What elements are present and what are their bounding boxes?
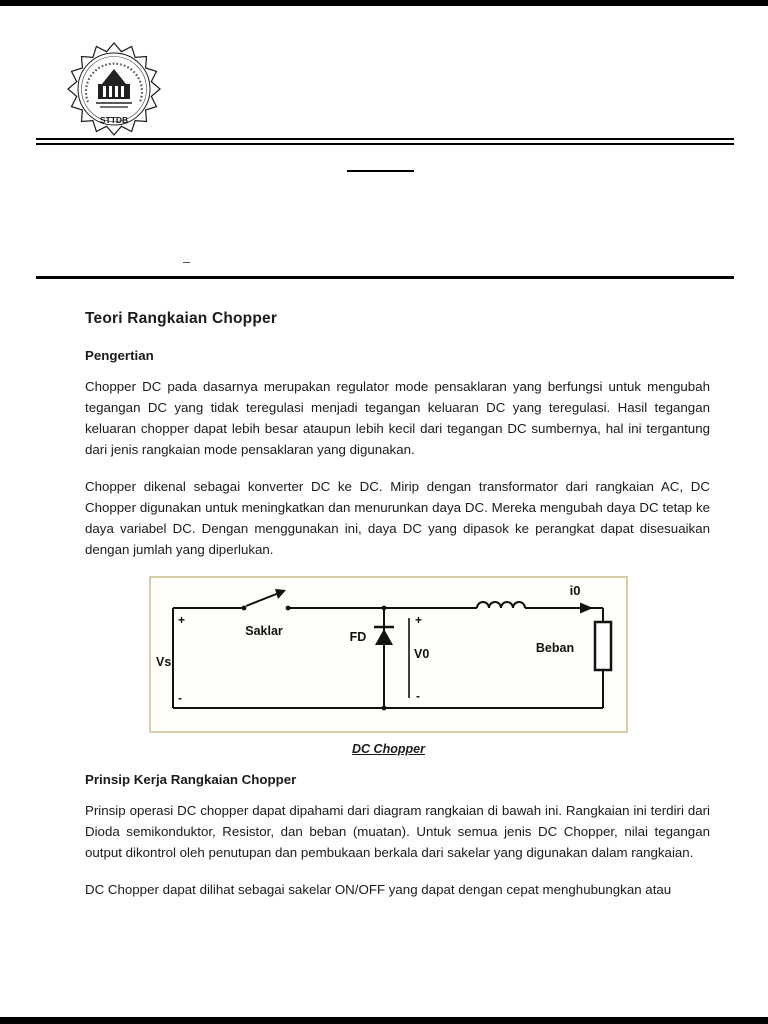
paragraph-principle-2: DC Chopper dapat dilihat sebagai sakelar… <box>85 882 672 897</box>
seal-arc-lettering <box>84 62 144 103</box>
source-label: Vs <box>156 655 171 669</box>
load-label: Beban <box>536 641 574 655</box>
switch-symbol <box>241 589 291 611</box>
header-bottom-rule <box>36 276 734 279</box>
dc-chopper-circuit-diagram: + Vs - Saklar FD + V0 - i0 Beban <box>156 583 613 711</box>
diode-label: FD <box>350 630 367 644</box>
seal-icon: STTDB <box>67 42 161 136</box>
figure-caption: DC Chopper <box>352 742 425 756</box>
header-rule-thick <box>36 142 734 145</box>
paragraph-definition-1: Chopper DC pada dasarnya merupakan regul… <box>85 379 710 457</box>
current-arrow-icon <box>580 602 593 614</box>
circuit-diagram-frame: + Vs - Saklar FD + V0 - i0 Beban <box>149 576 628 733</box>
paragraph-principle-1: Prinsip operasi DC chopper dapat dipaham… <box>85 803 710 860</box>
logo-acronym: STTDB <box>100 115 128 125</box>
load-resistor-symbol <box>593 620 613 672</box>
header-rule-thin <box>36 138 734 140</box>
document-body: Teori Rangkaian Chopper Pengertian Chopp… <box>85 310 710 916</box>
title-placeholder-line <box>347 170 414 172</box>
subtitle-dash: – <box>183 254 191 269</box>
paragraph-definition-2: Chopper dikenal sebagai konverter DC ke … <box>85 479 710 557</box>
page-top-border <box>0 0 768 6</box>
diode-symbol <box>374 605 394 711</box>
output-voltage-label: V0 <box>414 647 429 661</box>
section-heading-prinsip-kerja: Prinsip Kerja Rangkaian Chopper <box>85 772 297 787</box>
seal-text-ring <box>81 56 147 122</box>
switch-label: Saklar <box>245 624 283 638</box>
seal-inner-ring <box>77 52 151 126</box>
output-minus-label: - <box>416 689 420 703</box>
source-minus-label: - <box>178 691 182 705</box>
output-plus-label: + <box>415 613 422 627</box>
building-icon <box>96 69 132 108</box>
source-plus-label: + <box>178 613 185 627</box>
section-heading-pengertian: Pengertian <box>85 348 154 363</box>
header-double-rule <box>36 138 734 145</box>
institution-logo: STTDB <box>64 42 164 136</box>
page-title: Teori Rangkaian Chopper <box>85 310 278 327</box>
page-bottom-border <box>0 1017 768 1024</box>
current-label: i0 <box>570 583 581 598</box>
circuit-wires <box>172 607 604 709</box>
inductor-symbol <box>476 601 526 609</box>
circuit-figure: + Vs - Saklar FD + V0 - i0 Beban DC Chop… <box>149 576 628 756</box>
